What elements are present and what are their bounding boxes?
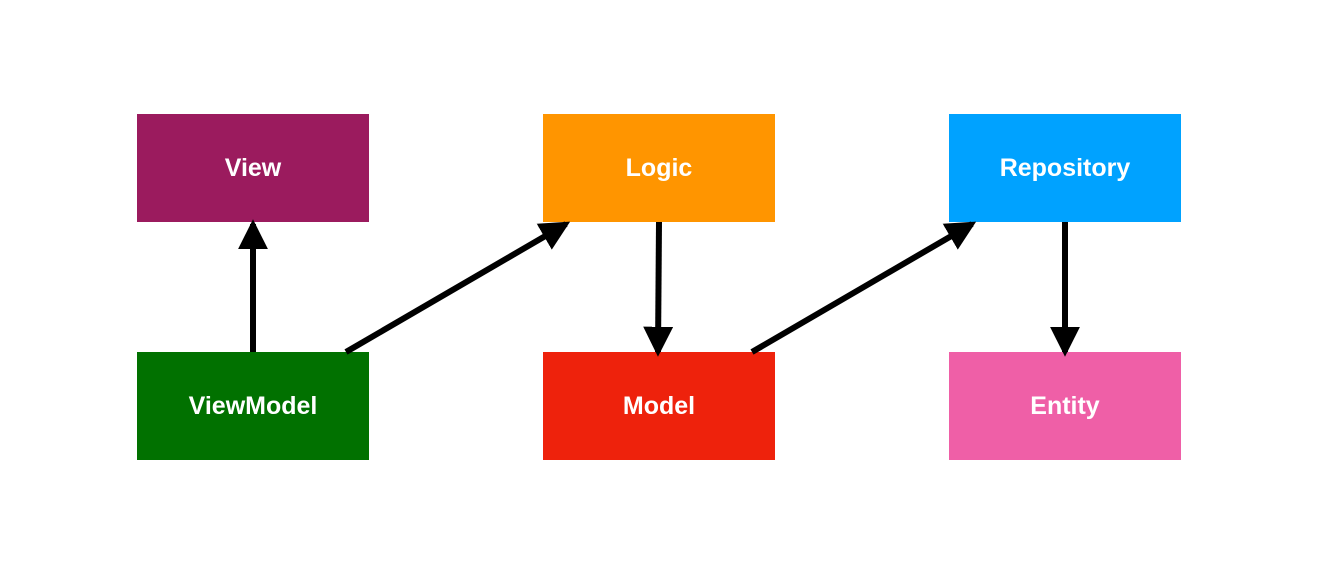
node-model-label: Model: [622, 391, 696, 420]
node-view: View: [137, 114, 369, 222]
arrow-logic-to-model: [643, 221, 674, 357]
arrow-viewmodel-to-logic: [344, 221, 571, 355]
node-viewmodel-label: ViewModel: [188, 391, 318, 420]
node-repository-label: Repository: [999, 153, 1131, 182]
node-viewmodel: ViewModel: [137, 352, 369, 460]
node-logic: Logic: [543, 114, 775, 222]
node-logic-label: Logic: [625, 153, 693, 182]
node-entity-label: Entity: [1030, 391, 1100, 420]
node-repository: Repository: [949, 114, 1181, 222]
arrow-model-to-repository: [750, 221, 977, 355]
node-entity: Entity: [949, 352, 1181, 460]
node-model: Model: [543, 352, 775, 460]
node-view-label: View: [224, 153, 282, 182]
